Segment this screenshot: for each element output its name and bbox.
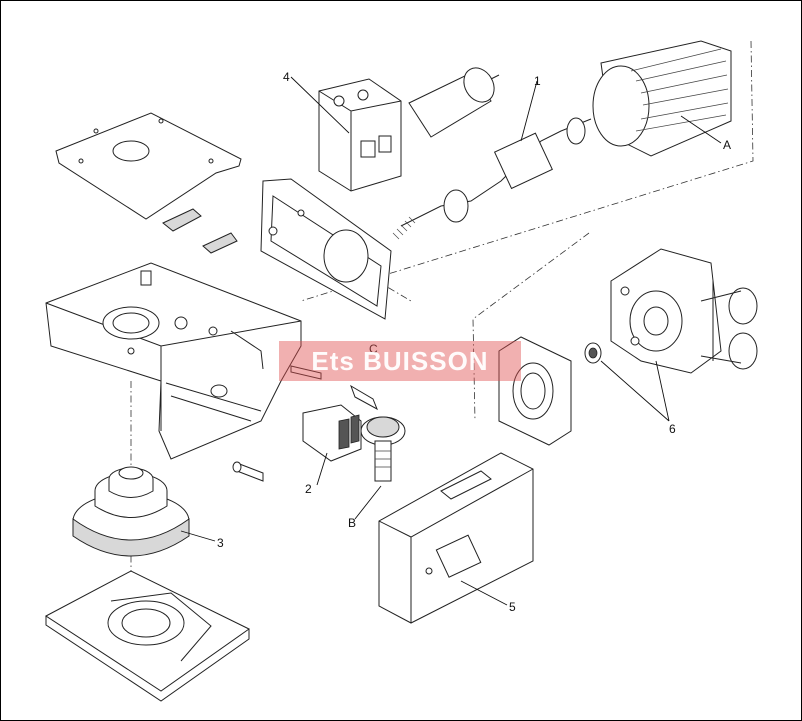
base-plate xyxy=(45,570,250,702)
label-part-4: 4 xyxy=(283,70,290,84)
label-part-C: C xyxy=(369,342,378,356)
leader-B xyxy=(354,485,382,520)
label-part-A: A xyxy=(723,138,732,152)
screws xyxy=(232,365,378,482)
leader-5 xyxy=(460,580,508,606)
reducer-flange xyxy=(498,336,572,446)
leader-3 xyxy=(180,530,216,542)
assembly-line-motor xyxy=(300,40,754,302)
label-part-3: 3 xyxy=(217,536,224,550)
label-part-5: 5 xyxy=(509,600,516,614)
motor-flange-plate xyxy=(260,178,392,320)
bearing-nut xyxy=(584,342,602,364)
leader-1 xyxy=(520,80,538,142)
assembly-line-reducer xyxy=(472,232,590,422)
terminal-block-4 xyxy=(318,78,402,192)
cover-5 xyxy=(378,452,534,624)
motor-housing-A xyxy=(592,40,732,157)
leader-A xyxy=(680,115,722,144)
clip-parts xyxy=(162,208,238,254)
motor-shaft-1 xyxy=(392,117,592,240)
label-part-2: 2 xyxy=(305,482,312,496)
watermark-stamp: Ets BUISSON xyxy=(279,341,521,381)
terminal-connector-2 xyxy=(302,404,362,462)
gearbox-housing xyxy=(45,262,302,460)
label-part-1: 1 xyxy=(534,74,541,88)
label-part-B: B xyxy=(348,516,357,530)
capacitor xyxy=(408,67,500,138)
leader-4 xyxy=(290,76,350,134)
drive-gear-3 xyxy=(72,466,190,557)
label-part-6: 6 xyxy=(669,422,676,436)
gasket-plate xyxy=(55,112,242,220)
leader-2 xyxy=(316,452,328,486)
brake-assembly-6 xyxy=(610,248,758,374)
leader-6 xyxy=(600,360,670,422)
worm-gear-B xyxy=(360,416,406,482)
